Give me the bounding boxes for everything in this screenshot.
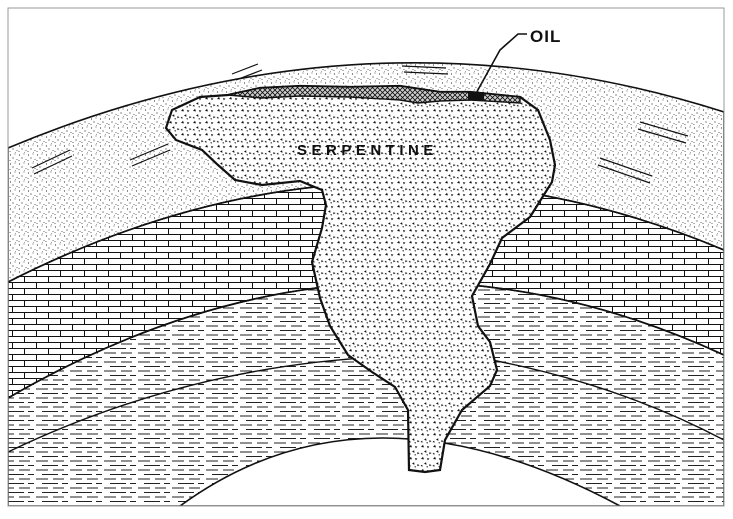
oil-label: OIL <box>530 27 561 46</box>
strata <box>8 63 724 506</box>
serpentine-label: SERPENTINE <box>297 142 438 159</box>
